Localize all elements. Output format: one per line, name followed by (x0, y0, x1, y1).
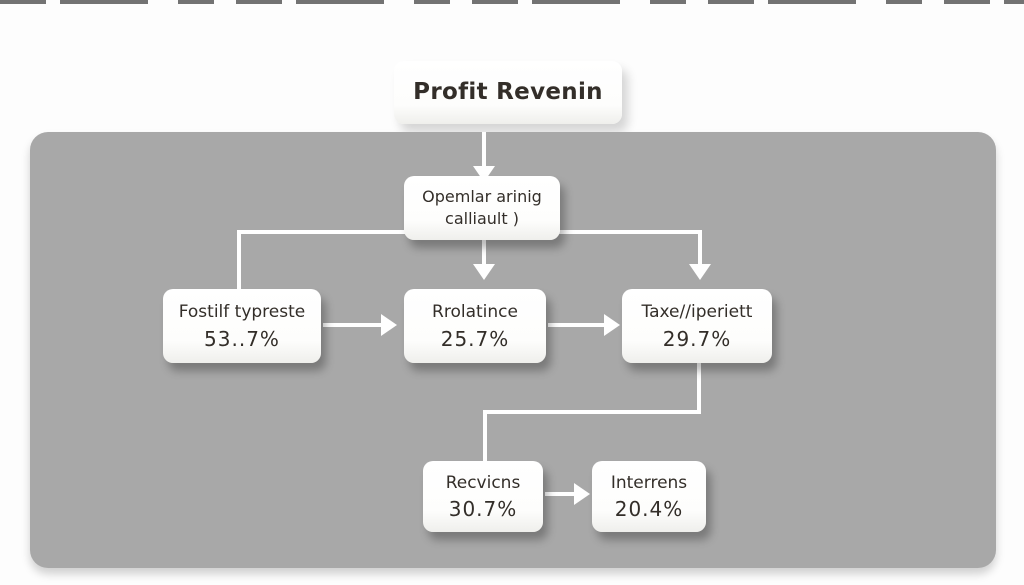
connector-profit-to-operating-shaft (482, 132, 486, 168)
flowchart-node-costs: Fostilf typreste 53..7% (163, 289, 321, 363)
flowchart-node-operations: Rrolatince 25.7% (404, 289, 546, 363)
flowchart-node-operating: Opemlar arinig calliault ) (404, 176, 560, 240)
node-operations-label: Rrolatince (432, 302, 518, 323)
node-costs-label: Fostilf typreste (178, 302, 306, 323)
connector-services-to-interest-shaft (545, 492, 575, 496)
node-interest-label: Interrens (610, 472, 688, 493)
node-costs-value: 53..7% (204, 326, 280, 351)
flowchart-node-interest: Interrens 20.4% (592, 461, 706, 532)
flowchart-node-profit-revenue: Profit Revenin (394, 61, 622, 124)
connector-elbow-horizontal (483, 410, 701, 414)
connector-costs-to-operations-shaft (323, 323, 381, 327)
top-edge-artifact-strip (0, 0, 1024, 4)
node-operating-line1: Opemlar arinig (422, 187, 542, 207)
node-operating-line2: calliault ) (445, 209, 519, 228)
connector-down-to-services-vertical (483, 410, 487, 461)
arrowhead-right-to-taxes (604, 314, 620, 336)
flowchart-node-taxes: Taxe//iperiett 29.7% (622, 289, 772, 363)
node-profit-label: Profit Revenin (413, 78, 603, 105)
connector-branch-right-vertical (698, 230, 702, 266)
node-services-value: 30.7% (448, 497, 518, 522)
connector-branch-left-vertical (237, 230, 241, 290)
node-taxes-label: Taxe//iperiett (641, 302, 753, 323)
connector-taxes-down-vertical (697, 363, 701, 414)
flowchart-node-services: Recvicns 30.7% (423, 461, 543, 532)
arrowhead-right-to-operations (381, 314, 397, 336)
connector-operations-to-taxes-shaft (548, 323, 605, 327)
node-operations-value: 25.7% (440, 326, 510, 351)
connector-operating-to-operations-shaft (482, 240, 486, 266)
arrowhead-down-to-operations (473, 264, 495, 280)
node-taxes-value: 29.7% (662, 326, 732, 351)
arrowhead-down-to-taxes (689, 264, 711, 280)
node-services-label: Recvicns (445, 472, 521, 493)
arrowhead-right-to-interest (574, 483, 590, 505)
node-interest-value: 20.4% (614, 497, 684, 522)
